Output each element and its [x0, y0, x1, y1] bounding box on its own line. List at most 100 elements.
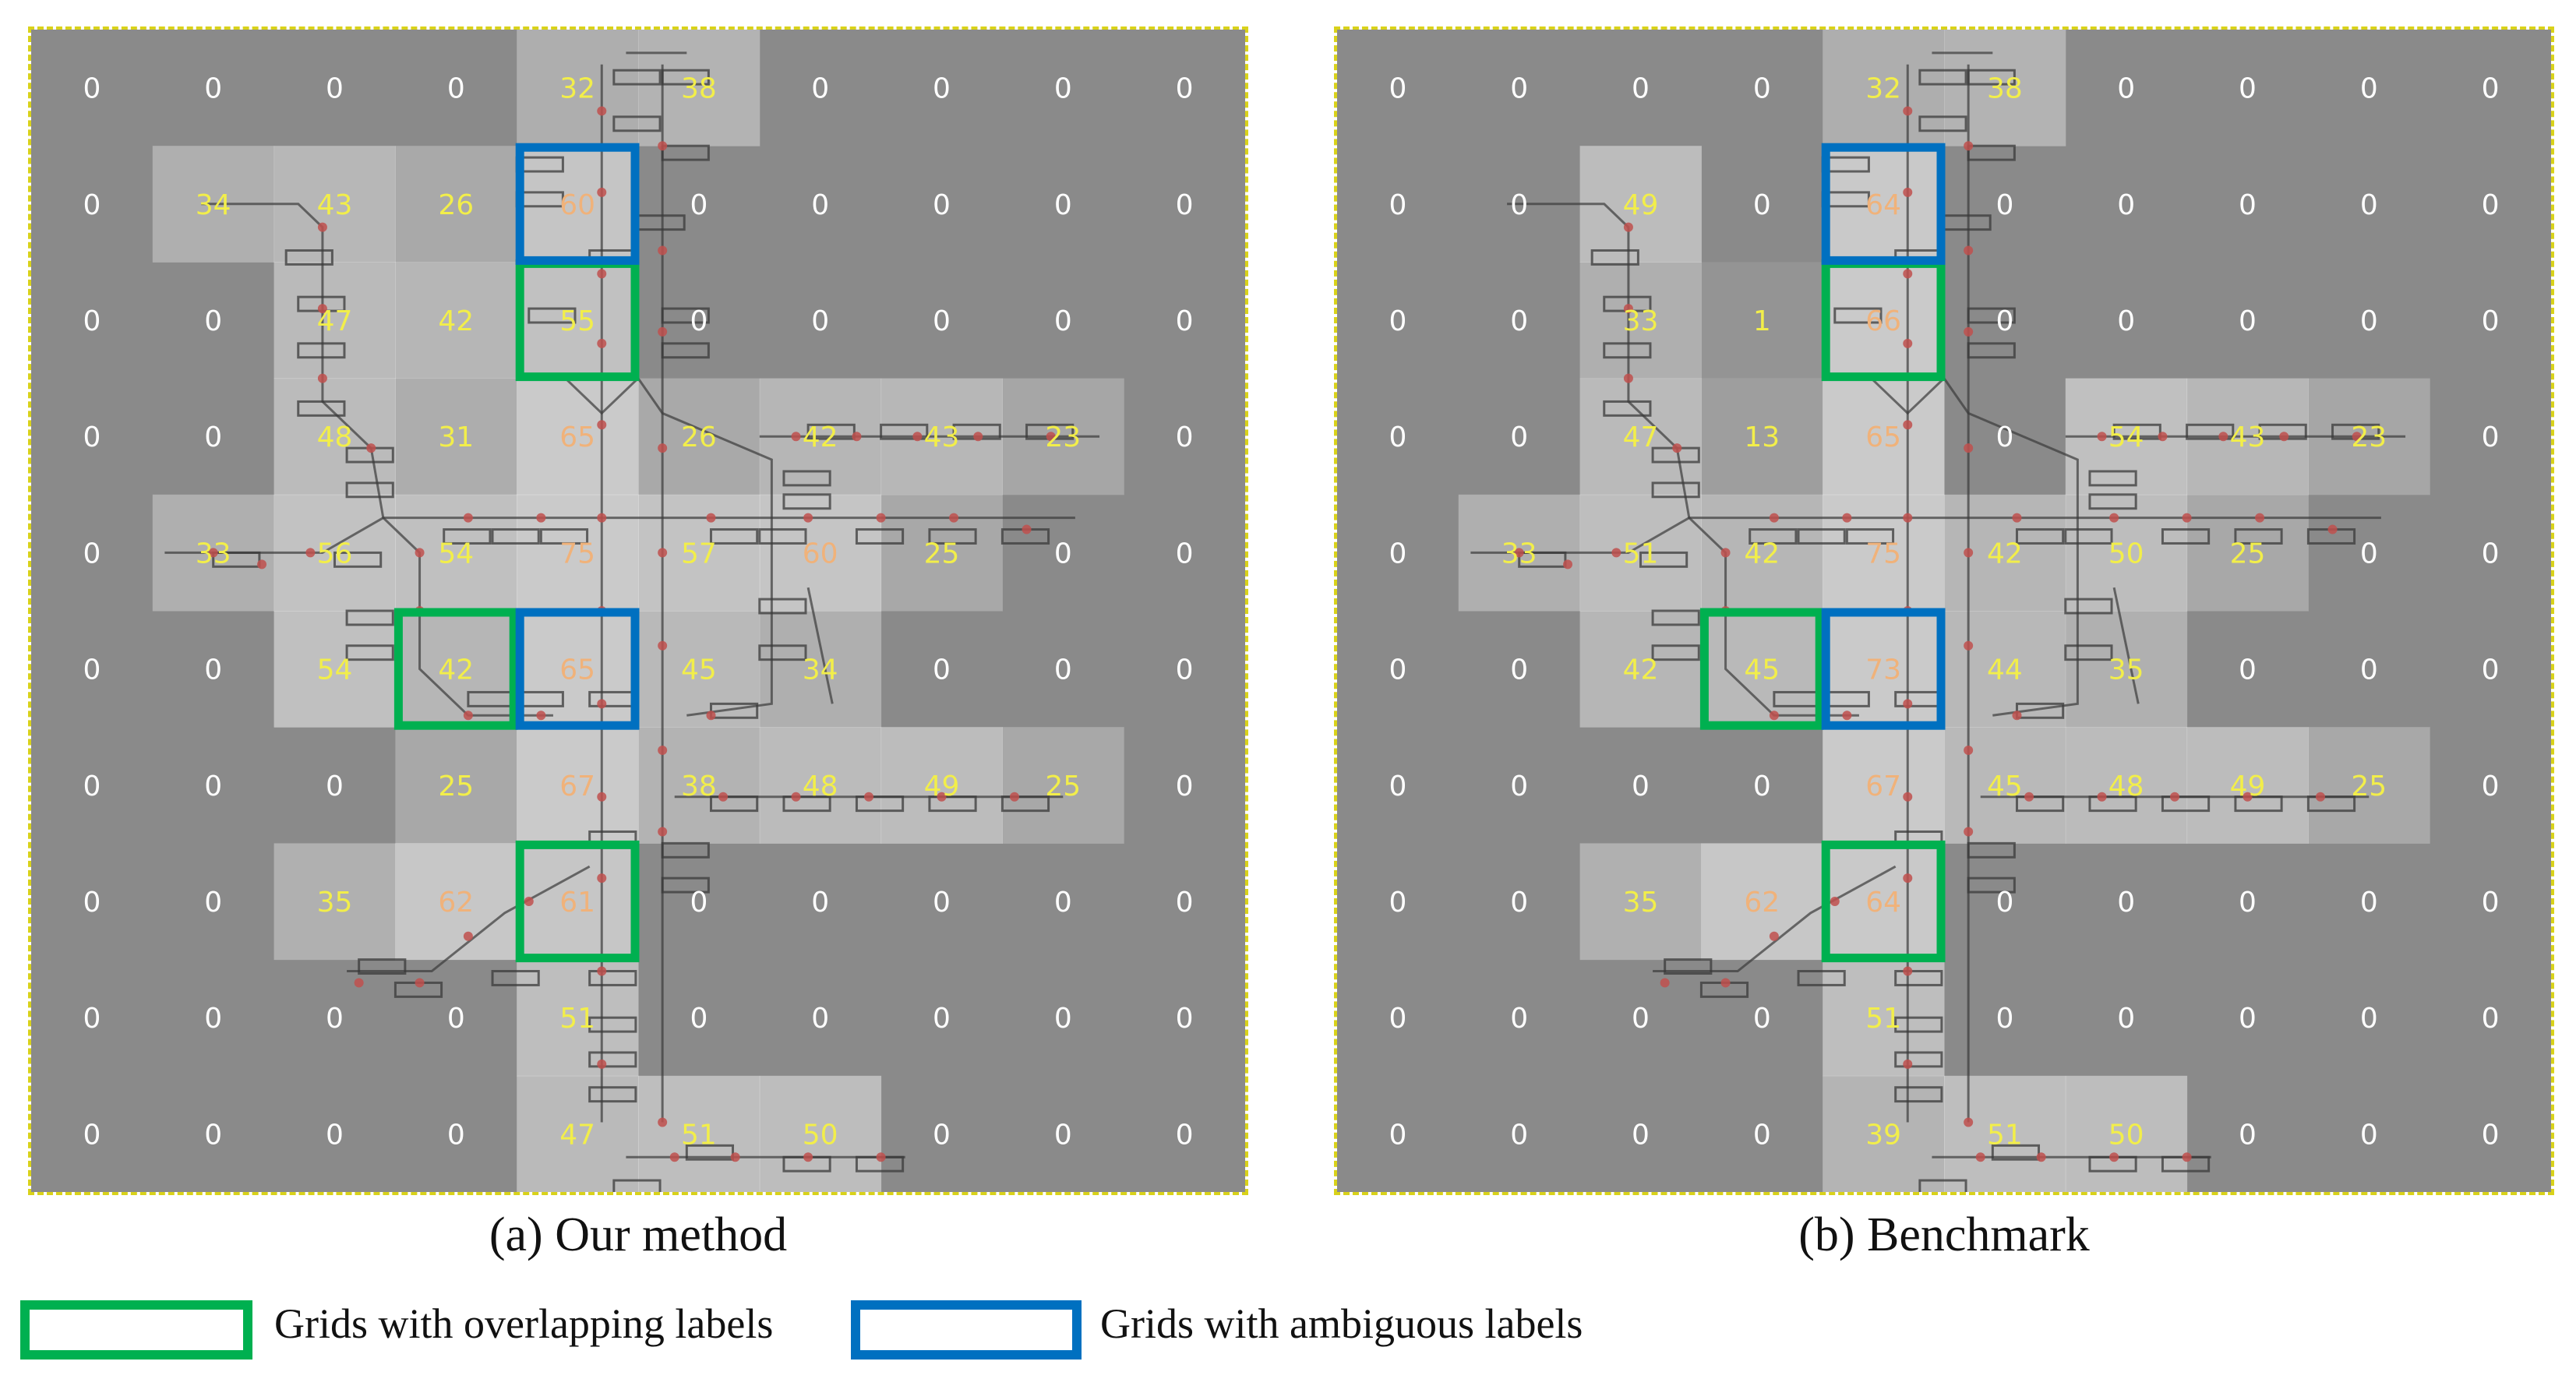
cell-count: 0: [1632, 771, 1650, 802]
station-node: [2279, 432, 2289, 442]
cell-count: 0: [2117, 73, 2135, 105]
caption-benchmark: (b) Benchmark: [1798, 1208, 2090, 1261]
heat-cell: [1823, 727, 1945, 844]
label-box: [782, 493, 831, 510]
label-box: [1000, 795, 1050, 813]
cell-count: 48: [317, 421, 353, 453]
heat-cell: [2065, 1075, 2188, 1192]
station-node: [706, 711, 716, 721]
cell-count: 45: [1744, 654, 1780, 686]
station-node: [1903, 187, 1913, 197]
station-node: [1903, 966, 1913, 976]
cell-count: 0: [811, 189, 829, 221]
cell-count: 0: [83, 73, 101, 105]
cell-count: 42: [803, 421, 838, 453]
cell-count: 54: [2108, 421, 2144, 453]
cell-count: 47: [317, 305, 353, 337]
cell-count: 50: [2108, 1119, 2144, 1151]
cell-count: 60: [803, 538, 838, 570]
cell-count: 62: [438, 887, 474, 919]
cell-count: 54: [438, 538, 474, 570]
cell-count: 0: [1389, 1119, 1406, 1151]
cell-count: 49: [924, 771, 960, 802]
ambiguous-frame: [1821, 608, 1946, 730]
heat-cell: [517, 494, 639, 612]
station-node: [2182, 513, 2192, 523]
station-node: [730, 1152, 740, 1162]
station-node: [2097, 432, 2107, 442]
label-box: [1518, 551, 1567, 568]
cell-count: 0: [326, 771, 344, 802]
station-node: [1903, 792, 1913, 802]
cell-count: 0: [933, 1003, 951, 1035]
label-box: [491, 970, 540, 986]
overlapping-frame: [1821, 840, 1946, 963]
label-box: [1894, 1051, 1943, 1068]
heat-cell: [638, 378, 760, 496]
heat-cell: [638, 727, 760, 844]
cell-count: 0: [2239, 1119, 2257, 1151]
cell-count: 0: [1054, 1119, 1072, 1151]
legend-ambiguous-swatch: [851, 1300, 1082, 1360]
station-node: [317, 373, 327, 383]
cell-count: 0: [204, 1119, 222, 1151]
station-node: [1769, 711, 1779, 721]
heat-cell: [638, 30, 760, 146]
cell-count: 0: [204, 305, 222, 337]
station-node: [524, 897, 534, 906]
cell-count: 0: [1389, 305, 1406, 337]
label-box: [2088, 493, 2137, 510]
track-line: [806, 587, 834, 704]
label-box: [2064, 644, 2113, 661]
heat-cell: [1944, 1075, 2066, 1192]
label-box: [284, 249, 333, 266]
cell-count: 51: [1865, 1003, 1901, 1035]
label-box: [661, 144, 710, 161]
cell-count: 0: [1176, 887, 1194, 919]
station-node: [876, 1152, 886, 1162]
station-node: [658, 245, 668, 256]
cell-count: 64: [1865, 189, 1901, 221]
heat-cell: [2065, 727, 2188, 844]
heat-cell: [273, 262, 396, 379]
cell-count: 0: [2482, 421, 2500, 453]
cell-count: 55: [559, 305, 595, 337]
cell-count: 65: [559, 654, 595, 686]
label-box: [661, 841, 710, 859]
label-box: [212, 551, 261, 568]
cell-count: 47: [1623, 421, 1659, 453]
label-box: [1967, 307, 2016, 324]
cell-count: 0: [83, 538, 101, 570]
heat-cell: [759, 1075, 882, 1192]
cell-count: 25: [924, 538, 960, 570]
station-node: [718, 792, 729, 802]
cell-count: 0: [447, 73, 465, 105]
label-box: [2306, 795, 2356, 813]
label-box: [1894, 1086, 1943, 1103]
label-box: [709, 795, 759, 813]
cell-count: 0: [1389, 771, 1406, 802]
cell-count: 75: [1865, 538, 1901, 570]
cell-count: 13: [1744, 421, 1780, 453]
cell-count: 48: [803, 771, 838, 802]
cell-count: 0: [690, 189, 708, 221]
label-box: [612, 115, 662, 132]
label-box: [782, 470, 831, 487]
cell-count: 67: [559, 771, 595, 802]
station-node: [1769, 513, 1779, 523]
station-node: [1720, 548, 1731, 558]
station-node: [2024, 792, 2034, 802]
heat-cell: [395, 727, 517, 844]
cell-count: 0: [1996, 305, 2013, 337]
cell-count: 0: [811, 305, 829, 337]
heat-cell: [1944, 727, 2066, 844]
station-node: [1623, 222, 1633, 232]
heat-cell: [517, 146, 639, 263]
cell-count: 51: [559, 1003, 595, 1035]
label-box: [1651, 644, 1700, 661]
station-node: [876, 513, 886, 523]
cell-count: 0: [2360, 1003, 2378, 1035]
cell-count: 0: [2360, 887, 2378, 919]
